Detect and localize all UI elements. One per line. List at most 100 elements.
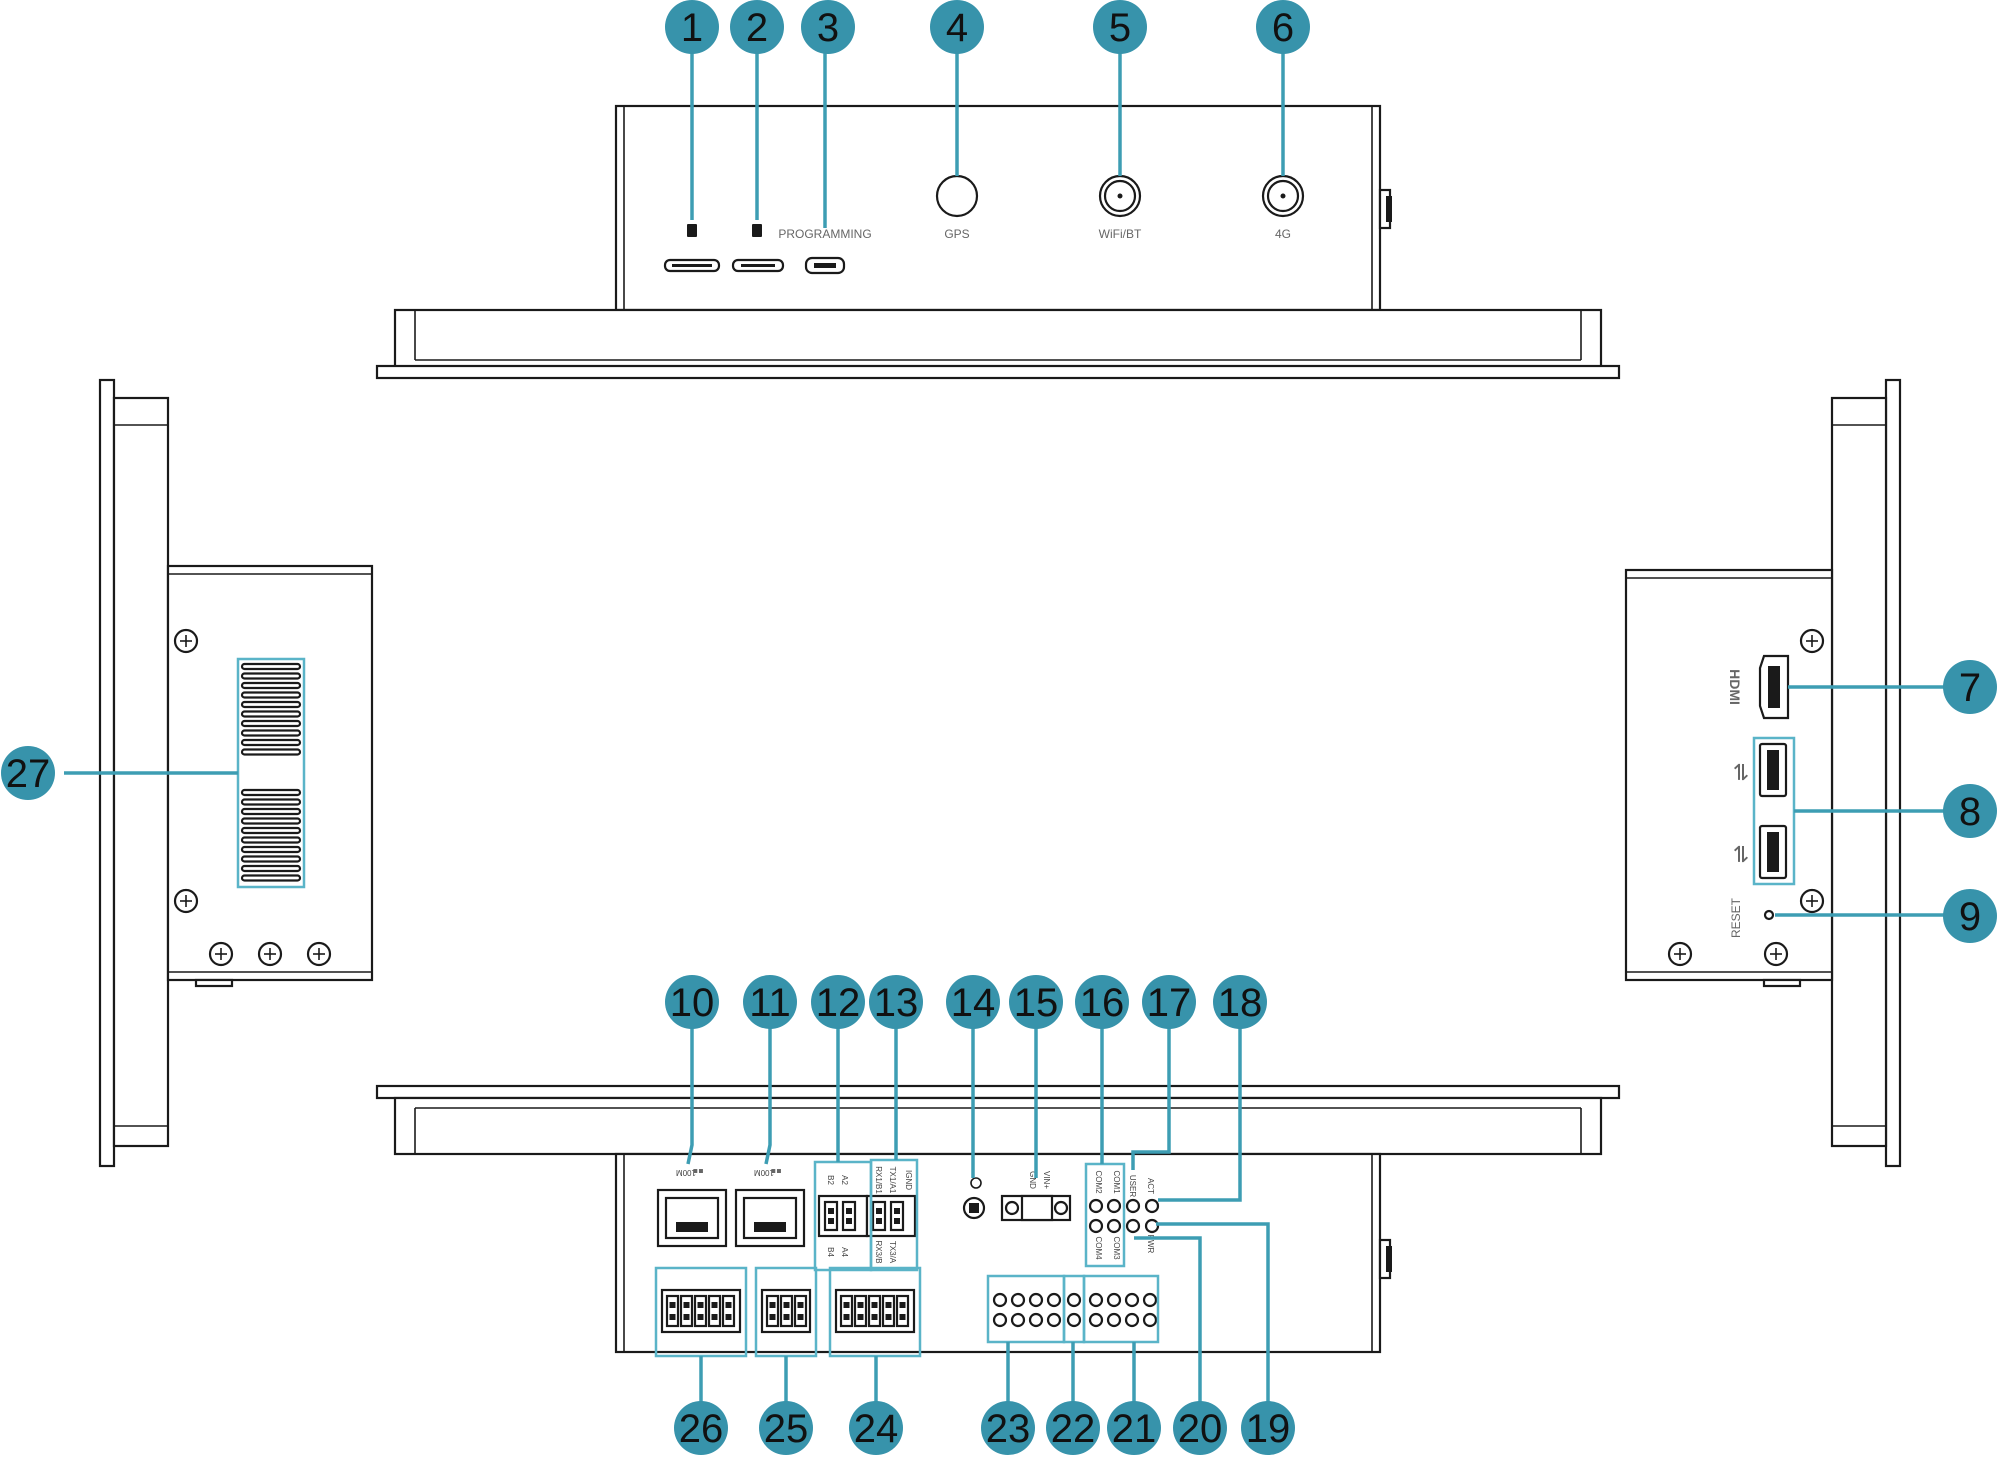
terminal-pin [665, 1294, 680, 1328]
x-input-led [1088, 1312, 1104, 1328]
callout-badge-11: 11 [743, 975, 797, 1029]
right-view: HDMI ⇌ ⇌ RESET [1624, 378, 1902, 1168]
callout-badge-9: 9 [1943, 889, 1997, 943]
callout-badge-27: 27 [1, 746, 55, 800]
x-input-led [1124, 1312, 1140, 1328]
a2-label: A2 [840, 1175, 849, 1185]
terminal-pin [853, 1294, 868, 1328]
svg-text:14: 14 [951, 981, 996, 1025]
x-input-led [1088, 1292, 1104, 1308]
ignd-label: IGND [904, 1170, 913, 1190]
terminal-screw [683, 1302, 690, 1308]
vent-slot [240, 864, 302, 873]
svg-text:1: 1 [681, 6, 703, 50]
terminal-pin [895, 1294, 910, 1328]
status-led-group [1125, 1198, 1160, 1234]
vent-slot [240, 710, 302, 718]
com4-label: COM4 [1094, 1236, 1103, 1260]
svg-text:27: 27 [6, 752, 51, 796]
terminal-pin [707, 1294, 722, 1328]
terminal-pin [841, 1200, 857, 1232]
svg-text:8: 8 [1959, 790, 1981, 834]
sd-card-icon [687, 224, 697, 237]
status-led [1144, 1218, 1160, 1234]
svg-text:12: 12 [816, 981, 861, 1025]
terminal-screw [846, 1218, 852, 1224]
svg-text:21: 21 [1112, 1407, 1157, 1451]
svg-text:2: 2 [746, 6, 768, 50]
callout-badge-2: 2 [730, 0, 784, 54]
vent-slot [240, 817, 302, 825]
svg-text:5: 5 [1109, 6, 1131, 50]
screw-icon [208, 941, 234, 967]
network-icon: ▪▪ [770, 1163, 781, 1180]
terminal-screw [669, 1302, 676, 1308]
svg-text:11: 11 [749, 981, 791, 1025]
terminal-screw [871, 1302, 878, 1308]
a4-label: A4 [840, 1247, 849, 1257]
svg-text:26: 26 [679, 1407, 724, 1451]
io-led-grid [992, 1292, 1158, 1328]
svg-text:18: 18 [1218, 981, 1263, 1025]
callout-badge-4: 4 [930, 0, 984, 54]
callout-badge-7: 7 [1943, 660, 1997, 714]
callout-badge-12: 12 [811, 975, 865, 1029]
gps-port[interactable] [935, 174, 979, 218]
terminal-screw [857, 1302, 864, 1308]
status-led [1125, 1198, 1141, 1214]
svg-text:23: 23 [986, 1407, 1031, 1451]
svg-text:10: 10 [670, 981, 715, 1025]
com-led-group [1088, 1198, 1122, 1234]
lte-label: 4G [1275, 227, 1291, 241]
terminal-screw [885, 1314, 892, 1320]
svg-text:19: 19 [1246, 1407, 1291, 1451]
reset-button[interactable] [1763, 909, 1775, 921]
y-output-led [1010, 1292, 1026, 1308]
terminal-pins [823, 1200, 905, 1232]
terminal-screw [769, 1302, 776, 1308]
terminal-screw [711, 1314, 718, 1320]
com-block-highlight-right [869, 1158, 919, 1272]
x-input-led [1142, 1312, 1158, 1328]
x-input-led [1142, 1292, 1158, 1308]
y-output-led [1010, 1312, 1026, 1328]
terminal-pin [721, 1294, 736, 1328]
y-output-led [992, 1312, 1008, 1328]
svg-text:13: 13 [874, 981, 919, 1025]
b2-label: B2 [826, 1175, 835, 1185]
terminal-pin [693, 1294, 708, 1328]
vent-slot [240, 719, 302, 728]
svg-text:15: 15 [1014, 981, 1059, 1025]
terminal-screw [843, 1302, 850, 1308]
vent-slot [240, 748, 302, 756]
usb-icon: ⇌ [1729, 845, 1754, 863]
terminal-screw [894, 1218, 900, 1224]
com-led [1106, 1218, 1122, 1234]
terminal-screw [876, 1208, 882, 1214]
vent-slot [240, 700, 302, 709]
com-led [1088, 1198, 1104, 1214]
callout-badge-3: 3 [801, 0, 855, 54]
terminal-pin [823, 1200, 839, 1232]
terminal-screw [697, 1302, 704, 1308]
vent-slot [240, 855, 302, 863]
pwr-label: PWR [1146, 1235, 1155, 1254]
terminal-screw [899, 1314, 906, 1320]
callout-badge-19: 19 [1241, 1401, 1295, 1455]
callout-badge-20: 20 [1173, 1401, 1227, 1455]
rx1-label: RX1/B1 [874, 1166, 883, 1194]
vent-slot [240, 798, 302, 806]
y-output-led [1028, 1292, 1044, 1308]
network-icon: ▪▪ [692, 1163, 703, 1180]
vent-slot [240, 826, 302, 835]
terminal-pin [839, 1294, 854, 1328]
svg-text:16: 16 [1080, 981, 1125, 1025]
usb-icon: ⇌ [1729, 763, 1754, 781]
terminal-pins [665, 1294, 910, 1328]
sim-card-icon [752, 224, 762, 237]
svg-text:24: 24 [854, 1407, 899, 1451]
terminal-pin [867, 1294, 882, 1328]
terminal-screw [828, 1208, 834, 1214]
svg-text:17: 17 [1147, 981, 1192, 1025]
terminal-screw [828, 1218, 834, 1224]
